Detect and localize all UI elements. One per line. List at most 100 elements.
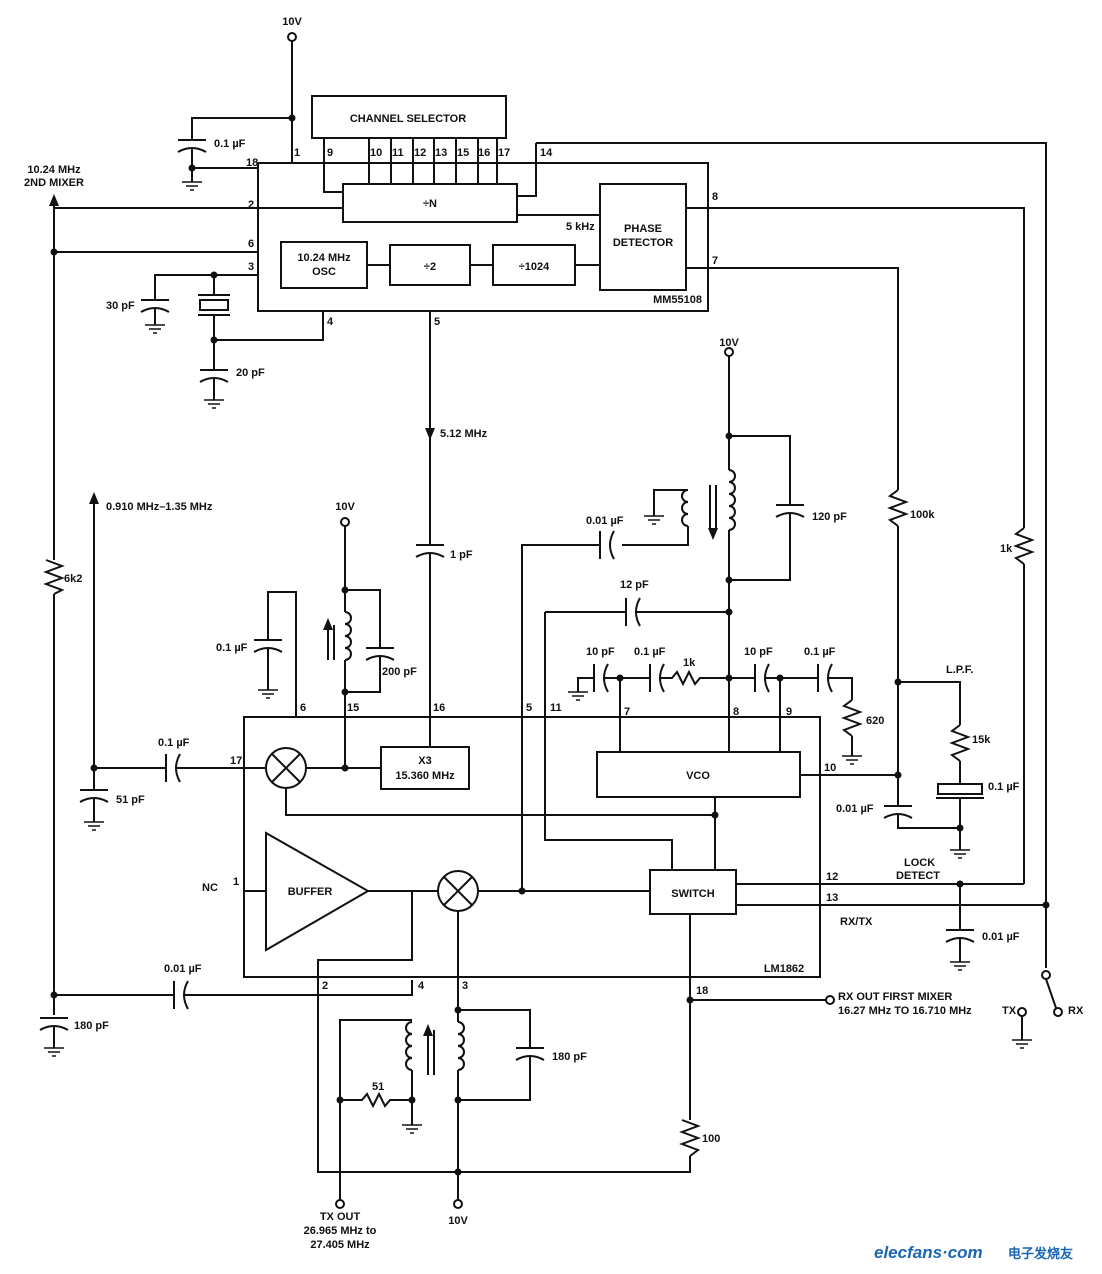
osc-label-2: OSC bbox=[312, 266, 336, 278]
svg-text:9: 9 bbox=[786, 706, 792, 718]
divide-n-label: ÷N bbox=[423, 198, 437, 210]
watermark-site: elecfans·com bbox=[874, 1243, 983, 1262]
svg-text:VCO: VCO bbox=[686, 770, 710, 782]
x3-block bbox=[380, 746, 470, 790]
c01-mix-label: 0.1 µF bbox=[216, 642, 248, 654]
svg-text:SWITCH: SWITCH bbox=[671, 888, 714, 900]
c12-label: 12 pF bbox=[620, 579, 649, 591]
switch-block bbox=[649, 869, 737, 915]
mm55108-label: MM55108 bbox=[653, 294, 702, 306]
c10b-label: 10 pF bbox=[744, 646, 773, 658]
svg-text:8: 8 bbox=[733, 706, 739, 718]
svg-text:5: 5 bbox=[434, 316, 440, 328]
svg-text:8: 8 bbox=[712, 191, 718, 203]
svg-text:3: 3 bbox=[462, 980, 468, 992]
tx-out-label-1: TX OUT bbox=[320, 1211, 361, 1223]
osc-label-1: 10.24 MHz bbox=[297, 252, 351, 264]
svg-text:1: 1 bbox=[294, 147, 300, 159]
svg-text:4: 4 bbox=[327, 316, 334, 328]
c30-label: 30 pF bbox=[106, 300, 135, 312]
second-mixer-label-1: 10.24 MHz bbox=[27, 164, 81, 176]
svg-text:5: 5 bbox=[526, 702, 532, 714]
c01-lpf-label: 0.1 µF bbox=[988, 781, 1020, 793]
rx-out-label-1: RX OUT FIRST MIXER bbox=[838, 991, 952, 1003]
f5khz-label: 5 kHz bbox=[566, 221, 595, 233]
v10-mix-label: 10V bbox=[335, 501, 355, 513]
vco-block bbox=[596, 751, 801, 798]
svg-text:18: 18 bbox=[696, 985, 708, 997]
second-mixer-label-2: 2ND MIXER bbox=[24, 177, 84, 189]
sw-rx-label: RX bbox=[1068, 1005, 1084, 1017]
svg-text:15: 15 bbox=[457, 147, 469, 159]
svg-text:17: 17 bbox=[230, 755, 242, 767]
r51-label: 51 bbox=[372, 1081, 384, 1093]
c51-label: 51 pF bbox=[116, 794, 145, 806]
svg-text:1: 1 bbox=[233, 876, 239, 888]
svg-text:17: 17 bbox=[498, 147, 510, 159]
phase-detector-label-1: PHASE bbox=[624, 223, 662, 235]
svg-text:13: 13 bbox=[435, 147, 447, 159]
rx-out-label-2: 16.27 MHz TO 16.710 MHz bbox=[838, 1005, 972, 1017]
c001-tank-label: 0.01 µF bbox=[586, 515, 624, 527]
c200-label: 200 pF bbox=[382, 666, 417, 678]
phase-detector-label-2: DETECTOR bbox=[613, 237, 673, 249]
c180-out-label: 180 pF bbox=[552, 1051, 587, 1063]
c-top-label: 0.1 µF bbox=[214, 138, 246, 150]
svg-text:9: 9 bbox=[327, 147, 333, 159]
c10a-label: 10 pF bbox=[586, 646, 615, 658]
svg-text:11: 11 bbox=[550, 702, 562, 714]
channel-selector-label: CHANNEL SELECTOR bbox=[350, 113, 466, 125]
r1k-a-label: 1k bbox=[683, 657, 696, 669]
nc-label: NC bbox=[202, 882, 218, 894]
divide-n-block bbox=[342, 183, 518, 223]
r1k-b-label: 1k bbox=[1000, 543, 1013, 555]
div2-block bbox=[389, 244, 471, 286]
v10-bottom-label: 10V bbox=[448, 1215, 468, 1227]
c001-lock-label: 0.01 µF bbox=[982, 931, 1020, 943]
c180-left-label: 180 pF bbox=[74, 1020, 109, 1032]
lock-label-2: DETECT bbox=[896, 870, 940, 882]
c001-left-label: 0.01 µF bbox=[164, 963, 202, 975]
c20-label: 20 pF bbox=[236, 367, 265, 379]
div2-label: ÷2 bbox=[424, 261, 436, 273]
svg-text:14: 14 bbox=[540, 147, 553, 159]
c01b-label: 0.1 µF bbox=[634, 646, 666, 658]
sw-tx-label: TX bbox=[1002, 1005, 1017, 1017]
svg-text:16: 16 bbox=[478, 147, 490, 159]
range-label: 0.910 MHz–1.35 MHz bbox=[106, 501, 213, 513]
c120-label: 120 pF bbox=[812, 511, 847, 523]
channel-selector-block bbox=[311, 95, 507, 139]
lpf-label: L.P.F. bbox=[946, 664, 973, 676]
svg-text:10: 10 bbox=[370, 147, 382, 159]
phase-detector-block bbox=[599, 183, 687, 291]
tx-out-label-3: 27.405 MHz bbox=[310, 1239, 370, 1251]
svg-text:3: 3 bbox=[248, 261, 254, 273]
c001-lpf-label: 0.01 µF bbox=[836, 803, 874, 815]
svg-text:7: 7 bbox=[712, 255, 718, 267]
svg-text:7: 7 bbox=[624, 706, 630, 718]
svg-text:15: 15 bbox=[347, 702, 359, 714]
rxtx-label: RX/TX bbox=[840, 916, 873, 928]
r100-label: 100 bbox=[702, 1133, 720, 1145]
v10-vco-label: 10V bbox=[719, 337, 739, 349]
svg-text:4: 4 bbox=[418, 980, 425, 992]
c01c-label: 0.1 µF bbox=[804, 646, 836, 658]
svg-text:10: 10 bbox=[824, 762, 836, 774]
div1024-label: ÷1024 bbox=[519, 261, 550, 273]
svg-text:2: 2 bbox=[248, 199, 254, 211]
r620-label: 620 bbox=[866, 715, 884, 727]
r100k-label: 100k bbox=[910, 509, 935, 521]
c-in17-label: 0.1 µF bbox=[158, 737, 190, 749]
lm1862-label: LM1862 bbox=[764, 963, 804, 975]
svg-text:X3: X3 bbox=[418, 755, 431, 767]
svg-text:2: 2 bbox=[322, 980, 328, 992]
svg-text:6: 6 bbox=[300, 702, 306, 714]
r15k-label: 15k bbox=[972, 734, 991, 746]
watermark-cn: 电子发烧友 bbox=[1008, 1246, 1073, 1261]
svg-text:12: 12 bbox=[414, 147, 426, 159]
osc-block bbox=[280, 241, 368, 289]
v10-top-label: 10V bbox=[282, 16, 302, 28]
svg-text:11: 11 bbox=[392, 147, 404, 159]
svg-text:18: 18 bbox=[246, 157, 258, 169]
c1p-label: 1 pF bbox=[450, 549, 473, 561]
